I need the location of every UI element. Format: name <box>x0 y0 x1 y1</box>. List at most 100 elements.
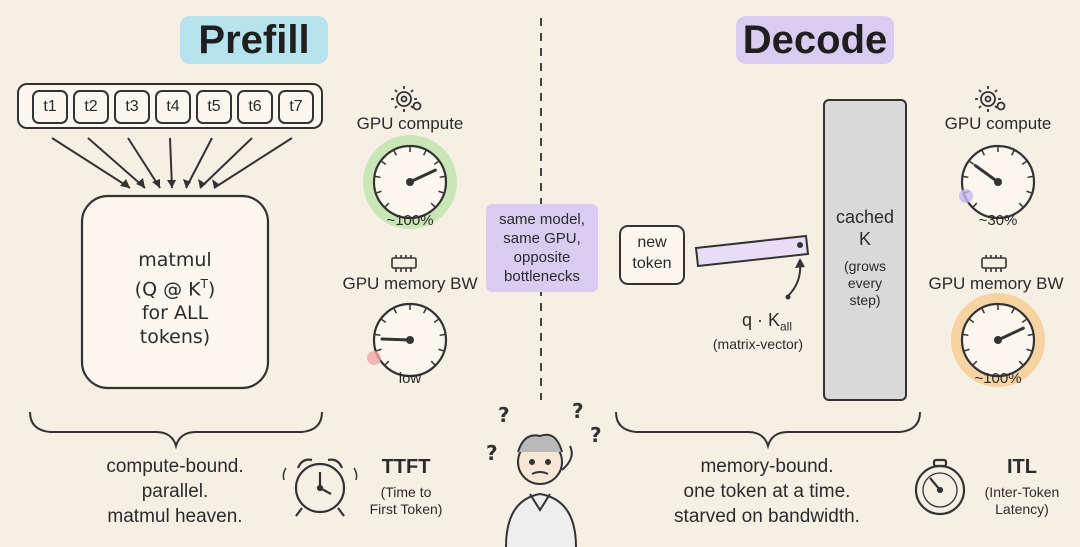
cache-title-line: K <box>858 229 871 249</box>
prefill-metric-desc: (Time to First Token) <box>350 484 462 518</box>
prefill-memory-gauge-tick <box>381 318 387 323</box>
decode-memory-gauge-tick <box>964 348 970 352</box>
prefill-compute-gauge-tick <box>438 190 444 194</box>
summary-line: matmul heaven. <box>107 506 243 527</box>
decode-compute-gauge-tick <box>981 150 986 156</box>
cache-desc: (grows every step) <box>824 258 906 309</box>
prefill-memory-label: GPU memory BW <box>342 274 478 293</box>
new-token-box <box>619 225 685 285</box>
decode-compute-value: ~30% <box>978 212 1018 229</box>
decode-memory-gauge-tick <box>963 333 969 337</box>
prefill-memory-gauge-hub <box>406 336 414 344</box>
prefill-compute-gauge-tick <box>376 190 382 194</box>
decode-title-highlight <box>736 16 894 64</box>
matmul-line: matmul <box>138 249 212 271</box>
cache-desc-line: step) <box>849 292 881 308</box>
decode-memory-gauge-tick <box>1021 318 1027 323</box>
prefill-title: Prefill <box>198 18 310 62</box>
cache-column <box>823 99 907 401</box>
prefill-title-highlight <box>180 16 328 64</box>
prefill-memory-gauge-tick <box>438 348 444 352</box>
token-chip: t1 <box>32 90 68 124</box>
prefill-gear-icon <box>391 86 422 112</box>
cache-desc-line: every <box>847 275 883 291</box>
prefill-compute-gauge-tick <box>381 160 387 165</box>
prefill-memory-gauge-tick <box>384 360 390 366</box>
decode-memory-gauge-hub <box>994 336 1002 344</box>
decode-memory-chip-icon <box>981 255 1007 272</box>
svg-text:?: ? <box>590 423 602 447</box>
prefill-summary: compute-bound. parallel. matmul heaven. <box>60 454 290 529</box>
decode-metric: ITL <box>1007 456 1037 478</box>
decode-memory-gauge-needle <box>996 326 1025 342</box>
new-token-line: new <box>637 234 667 251</box>
prefill-compute-gauge-tick <box>375 175 381 179</box>
prefill-compute-gauge-tick <box>422 150 427 156</box>
token-arrow-heads <box>120 178 220 188</box>
token-chip: t6 <box>237 90 273 124</box>
decode-brace <box>615 411 921 450</box>
metric-desc-line: (Time to <box>380 484 432 500</box>
decode-title: Decode <box>742 18 888 62</box>
matmul-box <box>80 194 270 390</box>
token-chip: t4 <box>155 90 191 124</box>
op-label: q · Kall <box>741 310 793 334</box>
decode-compute-gauge-tick <box>963 175 969 179</box>
decode-compute-gauge-tick <box>969 160 975 165</box>
decode-gear-icon <box>975 86 1006 112</box>
decode-compute-gauge-tick <box>1027 175 1033 179</box>
cache-desc-line: (grows <box>843 258 886 274</box>
prefill-compute-gauge-glow <box>363 135 457 229</box>
metric-desc-line: First Token) <box>369 501 443 517</box>
note-line: opposite <box>513 249 571 266</box>
cache-title: cached K <box>824 206 906 250</box>
prefill-memory-gauge-tick <box>422 308 427 314</box>
prefill-metric: TTFT <box>381 456 431 478</box>
decode-metric-desc: (Inter-Token Latency) <box>966 484 1078 518</box>
matmul-formula: (Q @ KT) <box>134 277 216 301</box>
middle-note: same model, same GPU, opposite bottlenec… <box>486 204 598 292</box>
prefill-memory-value: low <box>398 370 422 387</box>
metric-desc-line: Latency) <box>995 501 1049 517</box>
token-chip: t2 <box>73 90 109 124</box>
prefill-compute-value: ~100% <box>386 212 434 229</box>
op-pointer-dot <box>785 294 791 300</box>
decode-compute-label: GPU compute <box>944 114 1052 133</box>
note-line: same model, <box>499 211 585 228</box>
decode-memory-label: GPU memory BW <box>928 274 1064 293</box>
decode-memory-gauge-glow <box>951 293 1045 387</box>
summary-line: starved on bandwidth. <box>674 506 860 527</box>
svg-text:?: ? <box>498 403 510 427</box>
token-to-cache-bar <box>694 234 810 268</box>
decode-compute-gauge-tick <box>1010 150 1015 156</box>
prefill-compute-gauge-hub <box>406 178 414 186</box>
metric-desc-line: (Inter-Token <box>984 484 1060 500</box>
stopwatch-icon <box>914 458 966 516</box>
prefill-memory-gauge-tick <box>393 308 398 314</box>
prefill-memory-gauge-needle <box>380 337 412 342</box>
decode-compute-gauge-tick <box>1021 160 1027 165</box>
summary-line: memory-bound. <box>700 456 834 477</box>
decode-memory-gauge-tick <box>1010 308 1015 314</box>
prefill-memory-gauge-tick <box>430 360 436 366</box>
alarm-clock-icon <box>282 458 358 517</box>
decode-compute-gauge-needle <box>973 164 1000 184</box>
prefill-compute-gauge-needle <box>408 168 437 184</box>
decode-memory-gauge-tick <box>1018 360 1024 366</box>
decode-summary: memory-bound. one token at a time. starv… <box>632 454 902 529</box>
decode-compute-gauge-tick <box>972 202 978 208</box>
prefill-memory-gauge-tick <box>439 333 445 337</box>
prefill-memory-chip-icon <box>391 255 417 272</box>
decode-compute-low-mark <box>959 189 973 203</box>
decode-memory-gauge-tick <box>1027 333 1033 337</box>
svg-text:?: ? <box>572 399 584 423</box>
prefill-memory-low-mark <box>367 351 381 365</box>
confused-person-icon <box>505 433 577 547</box>
prefill-memory-gauge-tick <box>375 333 381 337</box>
token-chip: t3 <box>114 90 150 124</box>
decode-memory-gauge-tick <box>1026 348 1032 352</box>
decode-memory-gauge-tick <box>981 308 986 314</box>
prefill-compute-gauge-tick <box>433 160 439 165</box>
token-row: t1 t2 t3 t4 t5 t6 t7 <box>18 84 322 128</box>
op-pointer-arrow-head <box>795 258 805 268</box>
